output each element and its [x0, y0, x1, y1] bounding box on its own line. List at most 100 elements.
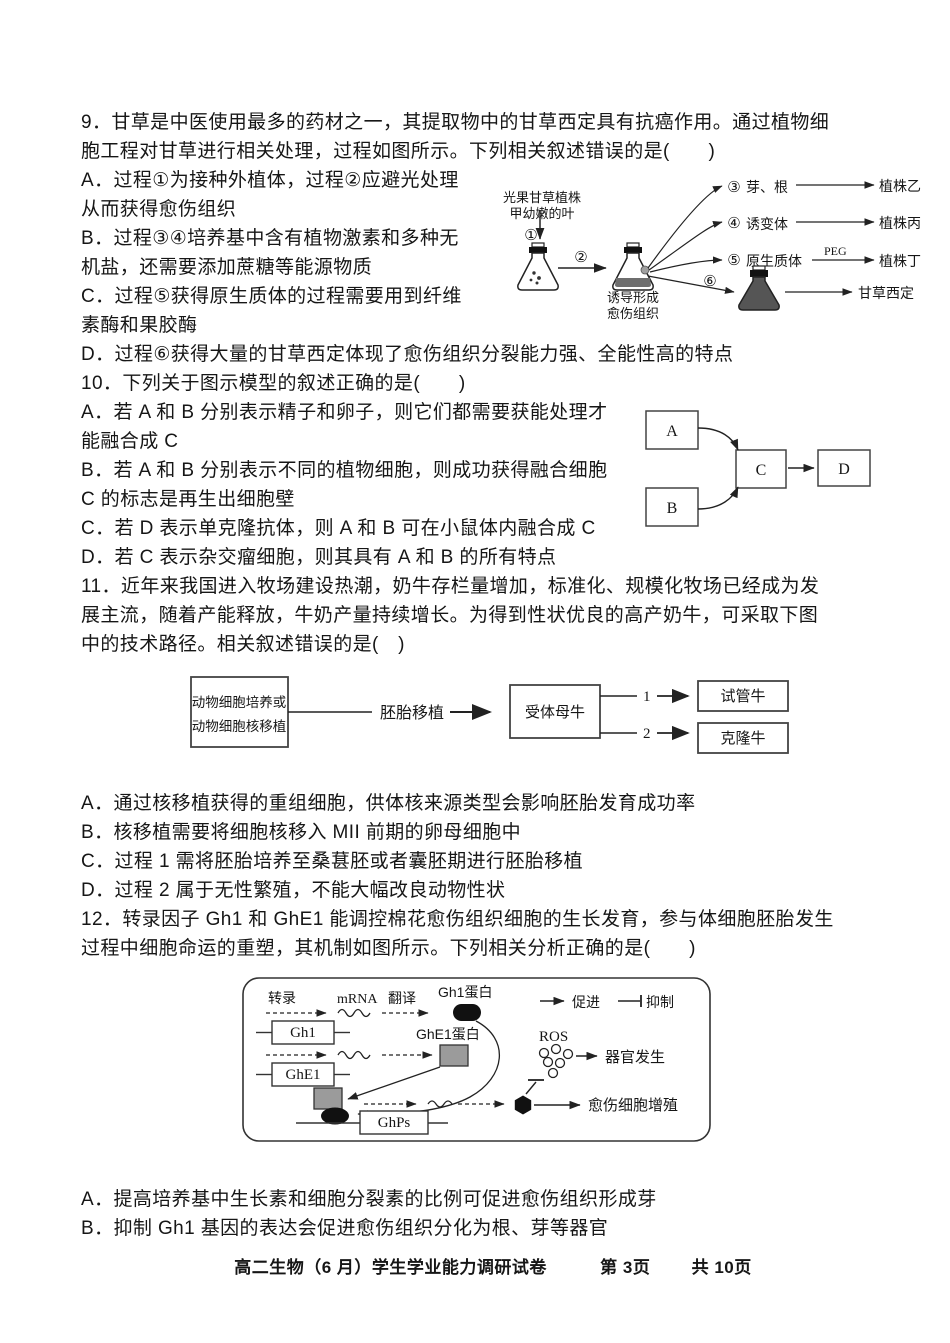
q9-callus-label-1: 诱导形成 [607, 290, 659, 305]
curve-arrow [697, 427, 739, 451]
result1-label: 试管牛 [720, 688, 765, 705]
q9-option-a-line-2: 从而获得愈伤组织 [81, 199, 237, 220]
q10-option-b-line-1: B．若 A 和 B 分别表示不同的植物细胞，则成功获得融合细胞 [81, 460, 608, 481]
q9-options: A．过程①为接种外植体，过程②应避光处理 从而获得愈伤组织 B．过程③④培养基中… [81, 166, 488, 340]
q9-branch3-result: 植株乙 [879, 178, 921, 194]
q11-option-c: C．过程 1 需将胚胎培养至桑葚胚或者囊胚期进行胚胎移植 [81, 851, 584, 872]
question-12: 12．转录因子 Gh1 和 GhE1 能调控棉花愈伤组织细胞的生长发育，参与体细… [81, 905, 905, 1243]
source-box-line-2: 动物细胞核移植 [192, 719, 287, 734]
box-d [817, 449, 871, 487]
q9-callus-label-2: 愈伤组织 [607, 306, 659, 321]
q9-peg-label: PEG [824, 244, 847, 258]
q11-diagram: 动物细胞培养或 动物细胞核移植 胚胎移植 受体母牛 1 试管牛 2 克隆牛 [190, 676, 789, 754]
mrna-label: mRNA [337, 992, 378, 1007]
recipient-box [509, 684, 601, 739]
q9-source-label-1: 光果甘草植株 [503, 190, 581, 205]
question-10: 10．下列关于图示模型的叙述正确的是( ) A．若 A 和 B 分别表示精子和卵… [81, 369, 905, 572]
translation-label: 翻译 [388, 990, 416, 1006]
q9-step1-circled-number: ① [524, 227, 537, 244]
recipient-box-label: 受体母牛 [525, 704, 585, 721]
q9-step5-circled-number: ⑤ [727, 252, 740, 269]
q9-option-b-line-1: B．过程③④培养基中含有植物激素和多种无 [81, 228, 459, 249]
q9-branch3-label: 芽、根 [746, 179, 788, 195]
q9-branch4-result: 植株丙 [879, 215, 921, 231]
ros-molecules-icon [538, 1043, 574, 1079]
q9-option-b-line-2: 机盐，还需要添加蔗糖等能源物质 [81, 257, 373, 278]
q9-option-c-line-1: C．过程⑤获得原生质体的过程需要用到纤维 [81, 286, 462, 307]
footer-page-number: 第 3页 [600, 1258, 651, 1277]
path1-label: 1 [643, 689, 651, 705]
q9-option-c-line-2: 素酶和果胶酶 [81, 315, 198, 336]
ros-label: ROS [539, 1029, 568, 1045]
legend-promote-label: 促进 [572, 994, 600, 1010]
box-b-label: B [667, 500, 678, 517]
q9-option-d: D．过程⑥获得大量的甘草西定体现了愈伤组织分裂能力强、全能性高的特点 [81, 344, 734, 365]
path2-label: 2 [643, 726, 651, 742]
q9-diagram: 光果甘草植株 甲幼嫩的叶 ① ② [503, 178, 921, 321]
flask-icon [517, 242, 559, 291]
q10-option-a-line-1: A．若 A 和 B 分别表示精子和卵子，则它们都需要获能处理才 [81, 402, 608, 423]
footer-exam-title: 高二生物（6 月）学生学业能力调研试卷 [234, 1258, 547, 1277]
flask-icon [738, 265, 780, 311]
q9-step4-circled-number: ④ [727, 215, 740, 232]
box-c [735, 449, 787, 489]
q11-option-b: B．核移植需要将细胞核移入 MII 前期的卵母细胞中 [81, 822, 522, 843]
protein-hexagon-icon [514, 1095, 532, 1115]
ghe1-protein-icon [439, 1044, 469, 1067]
source-box-line-1: 动物细胞培养或 [192, 695, 287, 710]
result2-box [697, 722, 789, 754]
curve-arrow [647, 185, 723, 269]
curve-arrow [697, 486, 739, 510]
q10-options: A．若 A 和 B 分别表示精子和卵子，则它们都需要获能处理才 能融合成 C B… [81, 398, 641, 543]
organogenesis-label: 器官发生 [605, 1049, 665, 1066]
ghps-gene-label: GhPs [378, 1115, 411, 1131]
box-a [645, 410, 699, 450]
q10-diagram: A B C D [645, 410, 871, 527]
ghe1-protein-icon [313, 1087, 343, 1110]
q9-source-label-2: 甲幼嫩的叶 [509, 206, 574, 221]
diagram-border [242, 977, 711, 1142]
mrna-wavy-line [337, 1008, 371, 1018]
q10-option-d: D．若 C 表示杂交瘤细胞，则其具有 A 和 B 的所有特点 [81, 547, 557, 568]
q9-branch5-label: 原生质体 [746, 253, 802, 269]
flask-icon [612, 242, 654, 291]
embryo-transfer-label: 胚胎移植 [380, 704, 444, 722]
q12-diagram: 转录 mRNA 翻译 Gh1蛋白 Gh1 促进 抑制 GhE1蛋白 [242, 977, 711, 1142]
q9-stem-line-2: 胞工程对甘草进行相关处理，过程如图所示。下列相关叙述错误的是( ) [81, 141, 716, 162]
question-11: 11．近年来我国进入牧场建设热潮，奶牛存栏量增加，标准化、规模化牧场已经成为发 … [81, 572, 905, 905]
q9-branch4-label: 诱变体 [746, 216, 788, 232]
q11-stem-line-3: 中的技术路径。相关叙述错误的是( ) [81, 634, 405, 655]
q12-stem-line-2: 过程中细胞命运的重塑，其机制如图所示。下列相关分析正确的是( ) [81, 938, 696, 959]
q10-stem: 10．下列关于图示模型的叙述正确的是( ) [81, 373, 466, 394]
footer-total-pages: 共 10页 [691, 1258, 752, 1277]
result1-box [697, 680, 789, 712]
inhibit-line [525, 1081, 537, 1095]
diagonal-arrow [347, 1066, 441, 1100]
q9-stem-line-1: 9．甘草是中医使用最多的药材之一，其提取物中的甘草西定具有抗癌作用。通过植物细 [81, 112, 830, 133]
gh1-protein-icon [453, 1004, 481, 1021]
q12-option-b: B．抑制 Gh1 基因的表达会促进愈伤组织分化为根、芽等器官 [81, 1218, 609, 1239]
ghe1-protein-label: GhE1蛋白 [416, 1026, 480, 1042]
box-a-label: A [666, 423, 678, 440]
q11-option-d: D．过程 2 属于无性繁殖，不能大幅改良动物性状 [81, 880, 506, 901]
q11-option-a: A．通过核移植获得的重组细胞，供体核来源类型会影响胚胎发育成功率 [81, 793, 696, 814]
gh1-protein-label: Gh1蛋白 [438, 984, 492, 1000]
box-d-label: D [838, 461, 850, 478]
q10-option-b-line-2: C 的标志是再生出细胞壁 [81, 489, 295, 510]
curve-arrow [647, 275, 735, 294]
result2-label: 克隆牛 [720, 730, 765, 747]
q9-body: A．过程①为接种外植体，过程②应避光处理 从而获得愈伤组织 B．过程③④培养基中… [81, 166, 950, 340]
source-box [190, 676, 289, 748]
legend-inhibit-label: 抑制 [646, 994, 674, 1010]
q10-body: A．若 A 和 B 分别表示精子和卵子，则它们都需要获能处理才 能融合成 C B… [81, 398, 888, 543]
ghps-gene-box [359, 1110, 429, 1135]
q11-stem-line-2: 展主流，随着产能释放，牛奶产量持续增长。为得到性状优良的高产奶牛，可采取下图 [81, 605, 819, 626]
gh1-protein-icon [321, 1107, 349, 1125]
q9-branch6-result: 甘草西定 [858, 285, 914, 301]
gh1-gene-label: Gh1 [290, 1025, 316, 1041]
q10-option-a-line-2: 能融合成 C [81, 431, 179, 452]
exam-page: 9．甘草是中医使用最多的药材之一，其提取物中的甘草西定具有抗癌作用。通过植物细 … [81, 112, 950, 1277]
box-b [645, 487, 699, 527]
mrna-wavy-line [427, 1100, 453, 1108]
curve-arrow [648, 221, 723, 271]
